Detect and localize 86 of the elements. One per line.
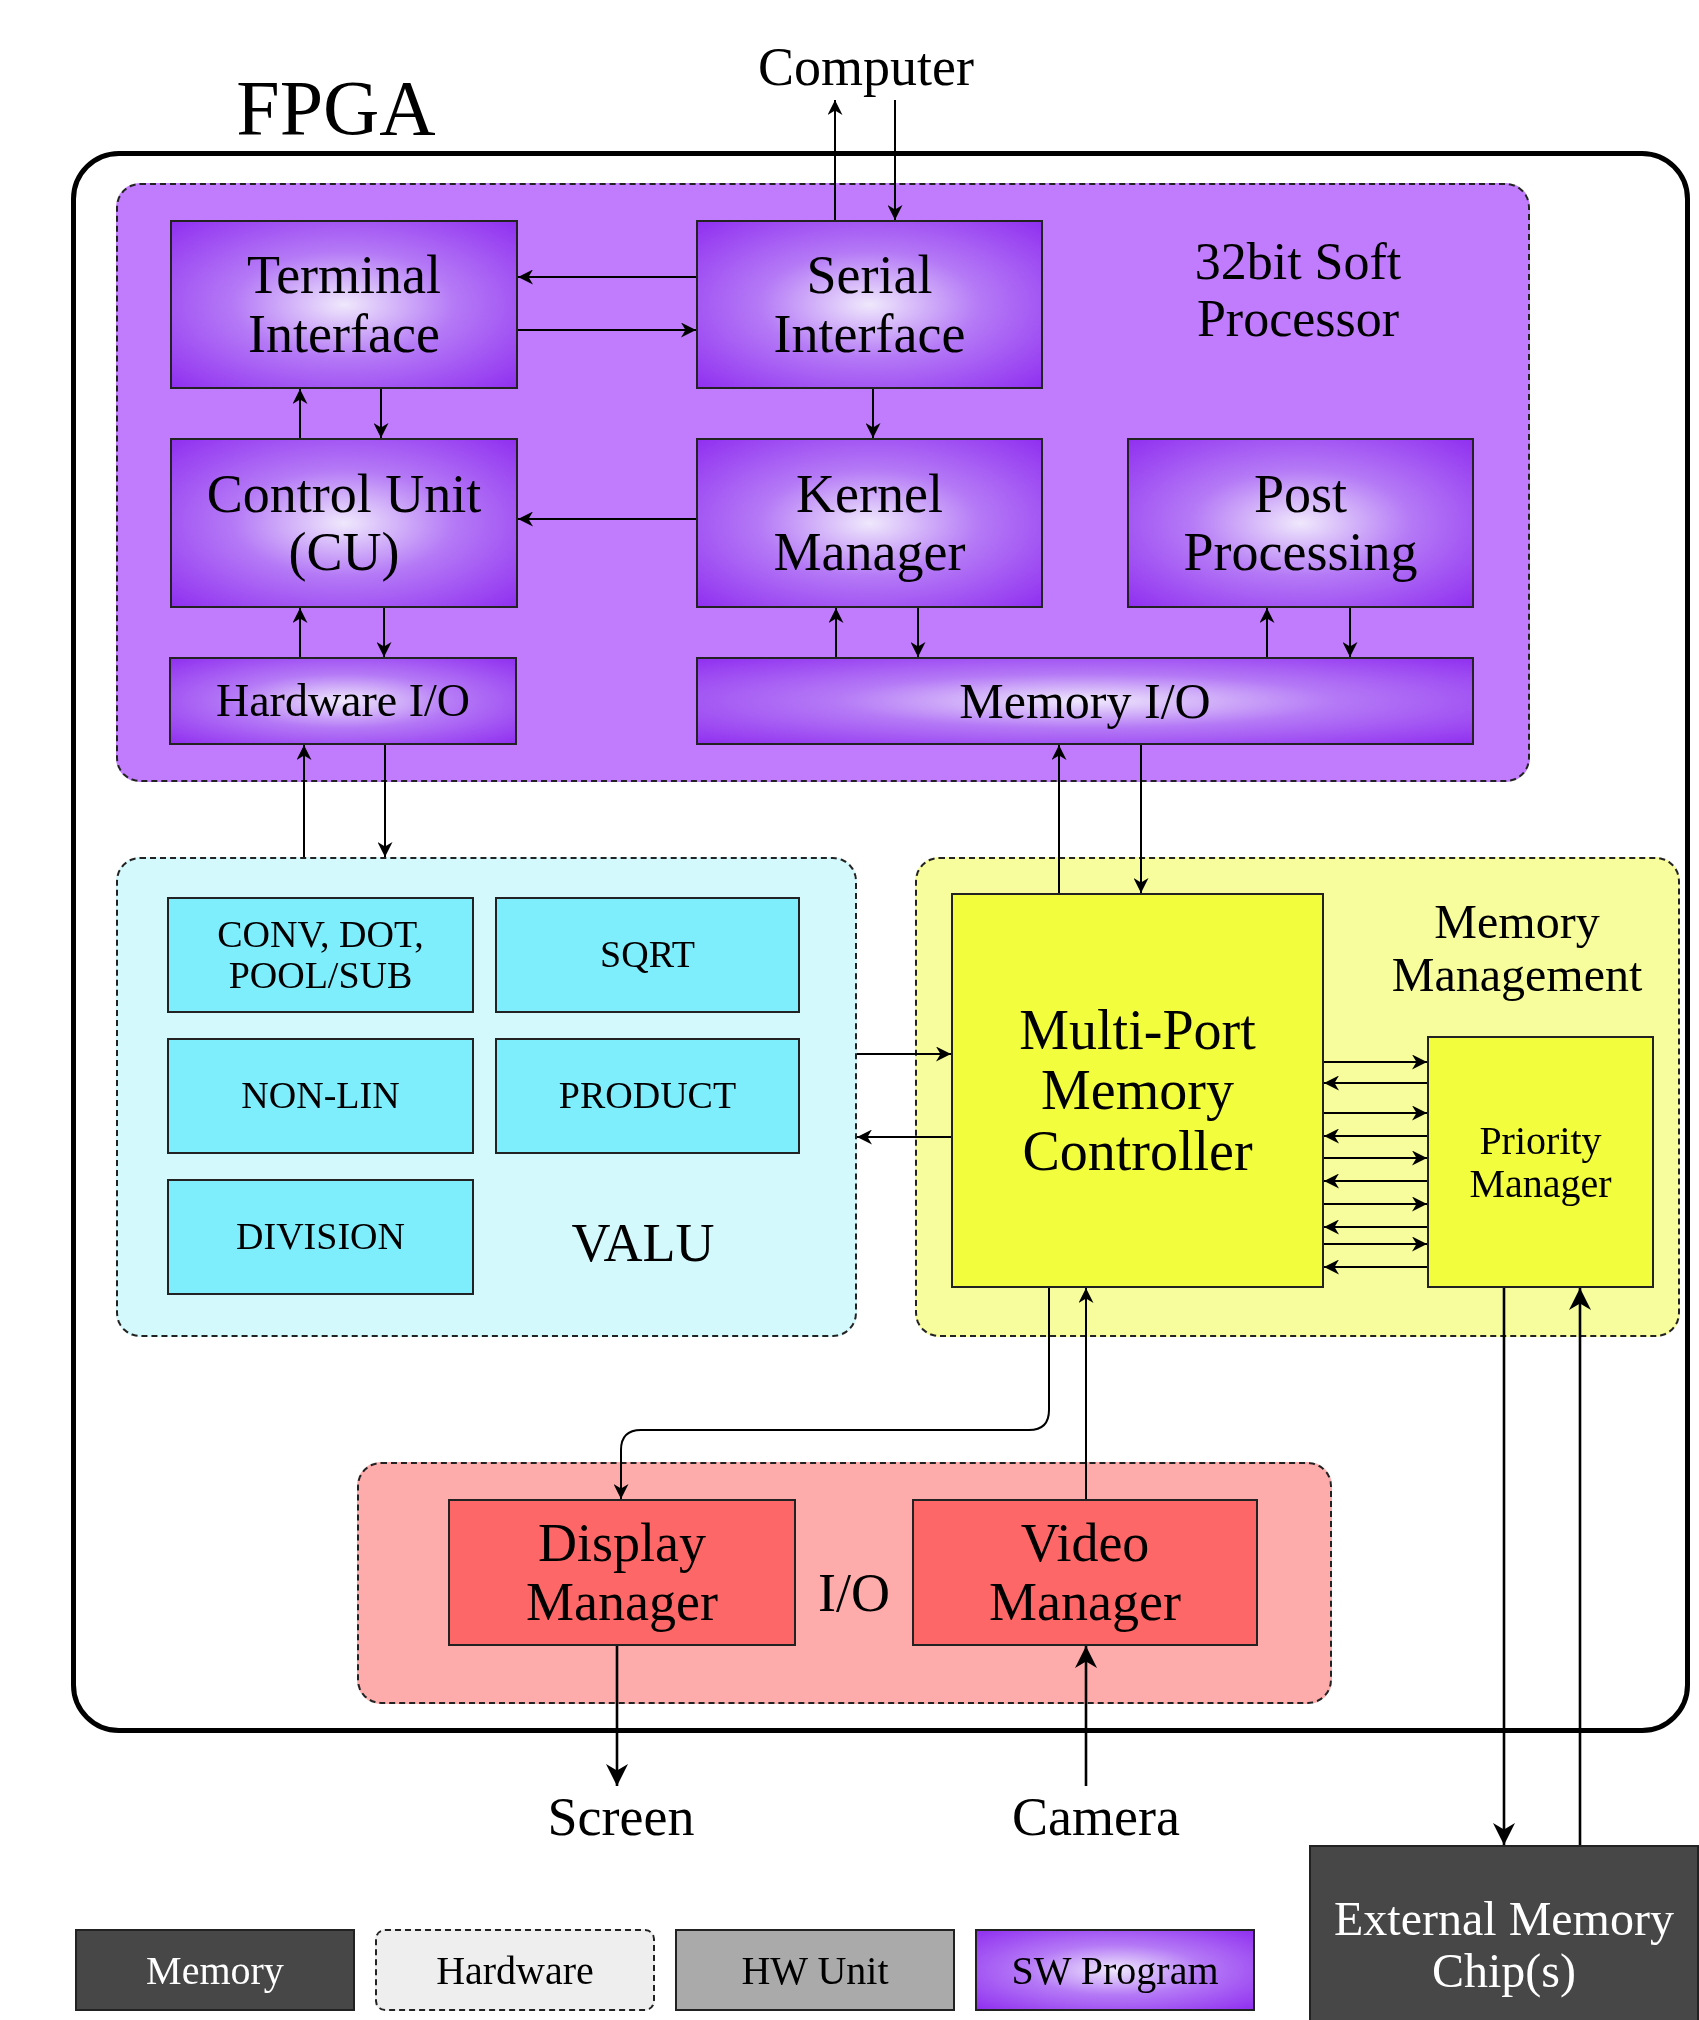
block-label: Display Manager bbox=[525, 1514, 719, 1631]
arrow bbox=[517, 269, 697, 285]
block-label: Kernel Manager bbox=[772, 464, 967, 582]
legend-label: SW Program bbox=[1011, 1946, 1219, 1994]
arrow bbox=[1323, 1054, 1428, 1070]
block-label: Multi-Port Memory Controller bbox=[1018, 999, 1257, 1182]
arrow bbox=[1323, 1236, 1428, 1252]
program-block bbox=[169, 657, 517, 745]
unit-block bbox=[167, 897, 474, 1013]
block-label: DIVISION bbox=[235, 1216, 406, 1258]
arrow bbox=[1259, 607, 1275, 658]
arrow bbox=[613, 1287, 1050, 1500]
arrow bbox=[376, 607, 392, 658]
endpoint-label: Computer bbox=[757, 37, 975, 97]
processor-group bbox=[116, 183, 1530, 782]
arrow bbox=[1323, 1128, 1428, 1144]
block-label: Control Unit (CU) bbox=[205, 464, 483, 582]
block-label: Memory I/O bbox=[958, 674, 1212, 728]
chip-title: FPGA bbox=[235, 68, 437, 148]
arrow bbox=[1323, 1105, 1428, 1121]
legend-label: Hardware bbox=[436, 1946, 594, 1994]
unit-block bbox=[495, 897, 800, 1013]
arrow bbox=[296, 744, 312, 858]
endpoint-label: Camera bbox=[1011, 1787, 1181, 1847]
arrow bbox=[910, 607, 926, 658]
arrow bbox=[887, 99, 903, 221]
block-label: PRODUCT bbox=[557, 1075, 738, 1117]
arrow bbox=[517, 322, 697, 338]
arrow bbox=[828, 607, 844, 658]
arrow bbox=[1323, 1259, 1428, 1275]
legend-label: Memory bbox=[146, 1946, 284, 1994]
block-label: Post Processing bbox=[1182, 464, 1419, 582]
arrow bbox=[1078, 1287, 1094, 1500]
arrow bbox=[1493, 1288, 1515, 1845]
block-label: Hardware I/O bbox=[214, 676, 472, 726]
arrow bbox=[1569, 1288, 1591, 1845]
group-title: 32bit Soft Processor bbox=[1193, 231, 1403, 349]
arrow bbox=[865, 388, 881, 439]
block-label: Video Manager bbox=[988, 1514, 1182, 1631]
group-title: Memory Management bbox=[1390, 894, 1644, 1003]
block-label: Terminal Interface bbox=[245, 246, 443, 363]
arrow bbox=[1323, 1219, 1428, 1235]
program-block bbox=[696, 220, 1043, 389]
arrow bbox=[1323, 1196, 1428, 1212]
group-title: I/O bbox=[817, 1562, 891, 1626]
arrow bbox=[1323, 1173, 1428, 1189]
block-label: Serial Interface bbox=[772, 246, 967, 363]
legend-label: HW Unit bbox=[741, 1946, 889, 1994]
unit-block bbox=[167, 1038, 474, 1154]
unit-block bbox=[167, 1179, 474, 1295]
memory-block bbox=[951, 893, 1324, 1288]
io-block bbox=[448, 1499, 796, 1646]
arrow bbox=[856, 1046, 952, 1062]
endpoint-label: Screen bbox=[546, 1787, 696, 1847]
program-block bbox=[1127, 438, 1474, 608]
arrow bbox=[373, 388, 389, 439]
arrow bbox=[292, 388, 308, 439]
unit-block bbox=[495, 1038, 800, 1154]
arrow bbox=[517, 511, 697, 527]
program-block bbox=[170, 438, 518, 608]
arrow bbox=[606, 1646, 628, 1786]
program-block bbox=[170, 220, 518, 389]
memory-block bbox=[1427, 1036, 1654, 1288]
arrow bbox=[377, 744, 393, 858]
io-group bbox=[357, 1462, 1332, 1704]
arrow bbox=[1342, 607, 1358, 658]
arrow bbox=[1051, 744, 1067, 894]
arrow bbox=[1075, 1646, 1097, 1786]
program-block bbox=[696, 438, 1043, 608]
arrow bbox=[1323, 1150, 1428, 1166]
memory-chip-block bbox=[1309, 1845, 1699, 2020]
arrow bbox=[856, 1129, 952, 1145]
group-title: VALU bbox=[570, 1212, 716, 1276]
arrow bbox=[1323, 1075, 1428, 1091]
valu-group bbox=[116, 857, 857, 1337]
memory-management-group bbox=[915, 857, 1680, 1337]
block-label: SQRT bbox=[599, 934, 696, 976]
block-label: External Memory Chip(s) bbox=[1333, 1893, 1675, 1997]
io-block bbox=[912, 1499, 1258, 1646]
block-label: CONV, DOT, POOL/SUB bbox=[216, 913, 425, 997]
arrow bbox=[1133, 744, 1149, 894]
arrow bbox=[827, 99, 843, 221]
program-block bbox=[696, 657, 1474, 745]
block-label: NON-LIN bbox=[240, 1075, 401, 1117]
block-label: Priority Manager bbox=[1468, 1118, 1613, 1206]
arrow bbox=[292, 607, 308, 658]
